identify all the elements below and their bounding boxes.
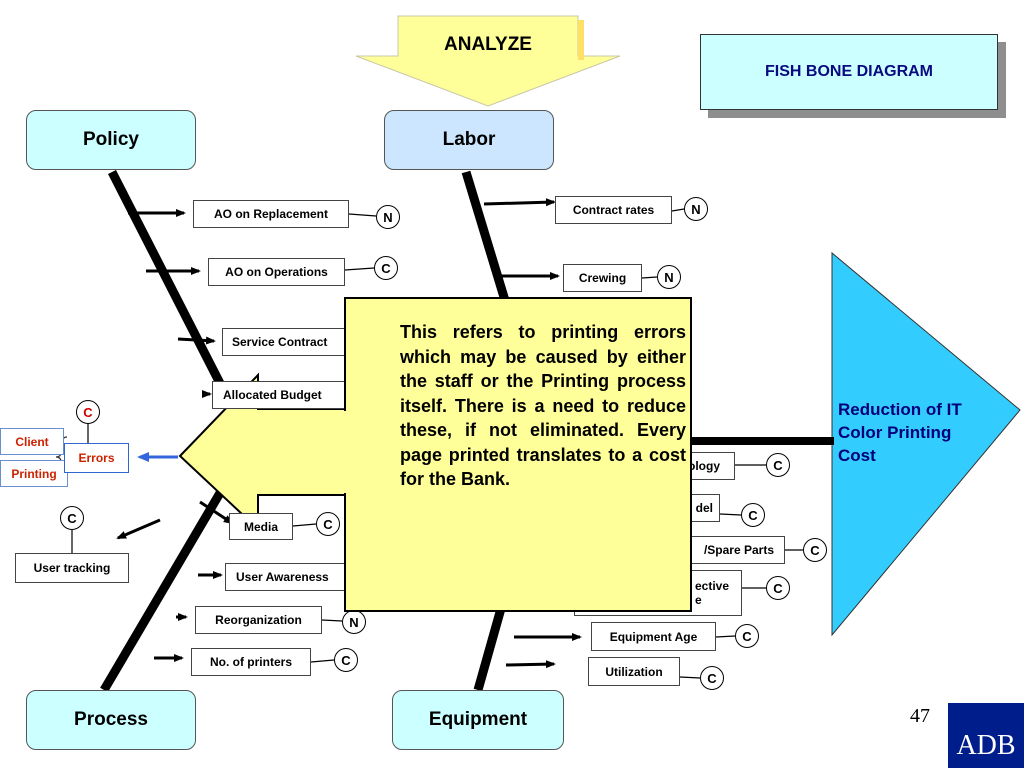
code-badge: C: [316, 512, 340, 536]
cause-reorganization: Reorganization: [195, 606, 322, 634]
cause-media: Media: [229, 513, 293, 540]
cause-contract-rates: Contract rates: [555, 196, 672, 224]
code-badge: C: [700, 666, 724, 690]
code-badge: C: [60, 506, 84, 530]
cause-service-contract: Service Contract: [222, 328, 352, 356]
code-badge: C: [76, 400, 100, 424]
code-badge: N: [342, 610, 366, 634]
code-badge: N: [684, 197, 708, 221]
code-badge: N: [376, 205, 400, 229]
code-badge: C: [741, 503, 765, 527]
code-badge: C: [766, 453, 790, 477]
cause-utilization: Utilization: [588, 657, 680, 686]
cause-crewing: Crewing: [563, 264, 642, 292]
cause-user-awareness: User Awareness: [225, 563, 352, 591]
code-badge: C: [766, 576, 790, 600]
code-badge: C: [334, 648, 358, 672]
effect-label: Reduction of IT Color Printing Cost: [838, 400, 962, 465]
slide-title: FISH BONE DIAGRAM: [700, 34, 998, 110]
callout-box: [344, 297, 692, 612]
cause-ao-on-operations: AO on Operations: [208, 258, 345, 286]
cause-errors: Errors: [64, 443, 129, 473]
category-equipment: Equipment: [392, 690, 564, 750]
category-labor: Labor: [384, 110, 554, 170]
analyze-label: ANALYZE: [444, 34, 532, 55]
code-badge: C: [803, 538, 827, 562]
error-source-client: Client: [0, 428, 64, 455]
code-badge: N: [657, 265, 681, 289]
cause-equipment-age: Equipment Age: [591, 622, 716, 651]
callout-arrow-joint: [258, 411, 358, 493]
cause-no-of-printers: No. of printers: [191, 648, 311, 676]
category-process: Process: [26, 690, 196, 750]
code-badge: C: [735, 624, 759, 648]
page-number: 47: [910, 705, 930, 727]
cause-ao-on-replacement: AO on Replacement: [193, 200, 349, 228]
cause-user-tracking: User tracking: [15, 553, 129, 583]
error-source-printing: Printing: [0, 460, 68, 487]
code-badge: C: [374, 256, 398, 280]
callout-text: This refers to printing errors which may…: [400, 322, 686, 489]
category-policy: Policy: [26, 110, 196, 170]
adb-logo: ADB: [948, 703, 1024, 768]
